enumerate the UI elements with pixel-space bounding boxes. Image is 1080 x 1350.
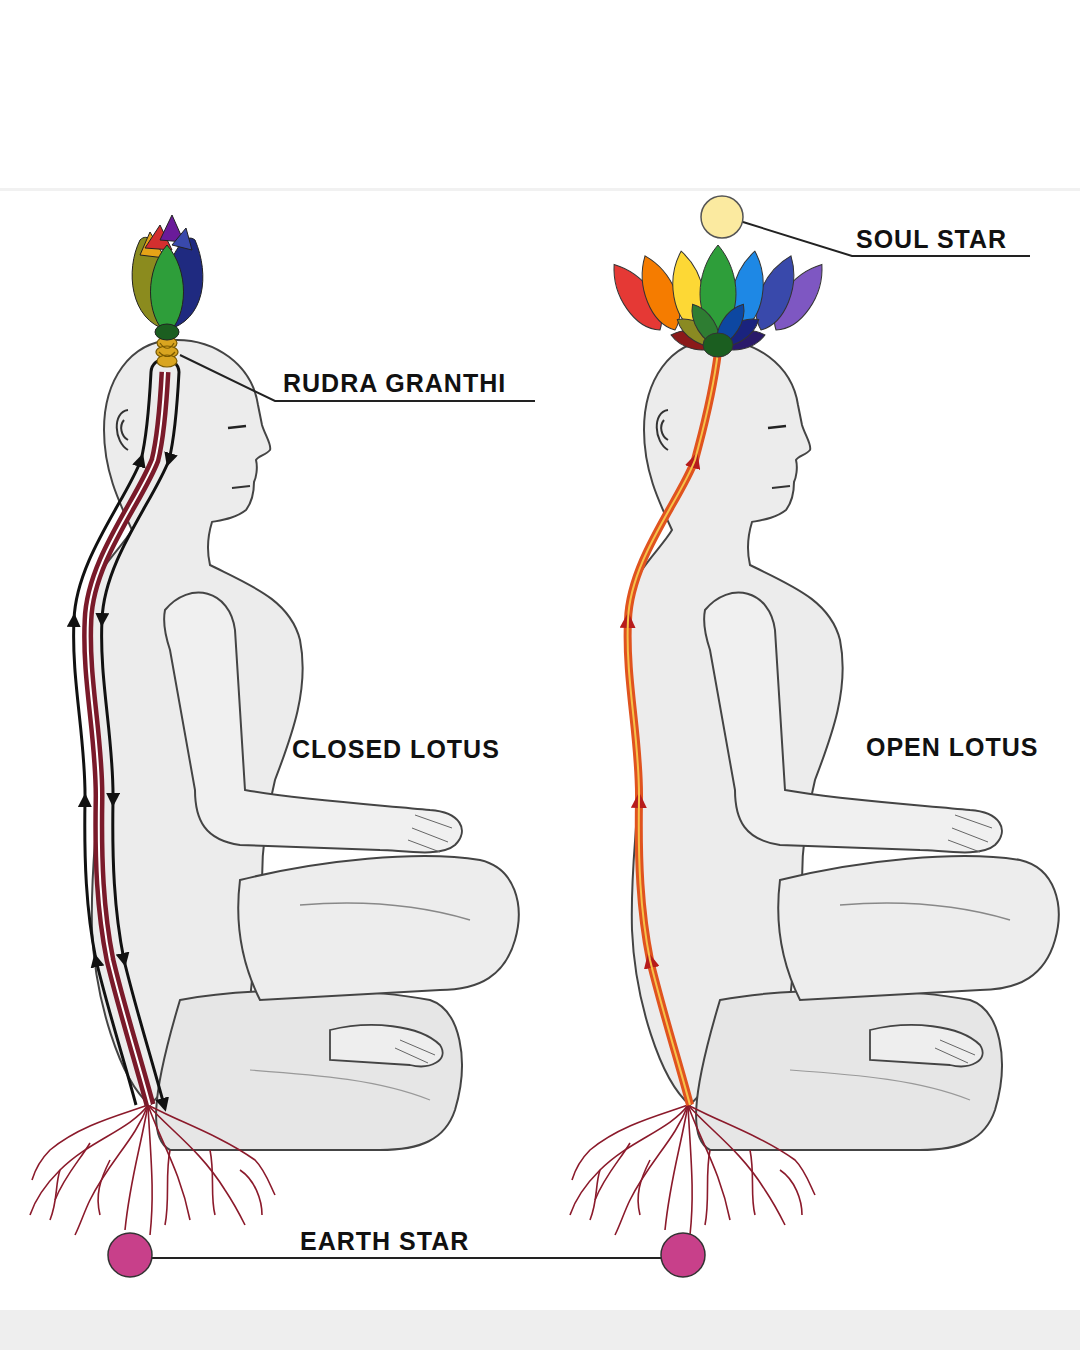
earth-star: [108, 1233, 152, 1277]
seated-figure: [570, 340, 1059, 1235]
leader-line: [743, 222, 1030, 256]
granthi-knot: [156, 337, 178, 367]
seated-figure: [30, 340, 519, 1235]
earth-star: [661, 1233, 705, 1277]
label-text: CLOSED LOTUS: [292, 734, 500, 764]
leader-line: [180, 355, 535, 401]
open-channel: [628, 352, 718, 1105]
label-text: EARTH STAR: [300, 1226, 469, 1256]
leader-line: [152, 1257, 661, 1259]
soul-star: [701, 196, 743, 238]
label-text: RUDRA GRANTHI: [283, 368, 506, 398]
label-text: SOUL STAR: [856, 224, 1007, 254]
closed-lotus: [132, 215, 203, 340]
label-text: OPEN LOTUS: [866, 732, 1039, 762]
frame-line: [0, 188, 1080, 191]
frame-bottom: [0, 1310, 1080, 1350]
open-lotus: [602, 245, 834, 357]
closed-channel: [74, 359, 179, 1105]
